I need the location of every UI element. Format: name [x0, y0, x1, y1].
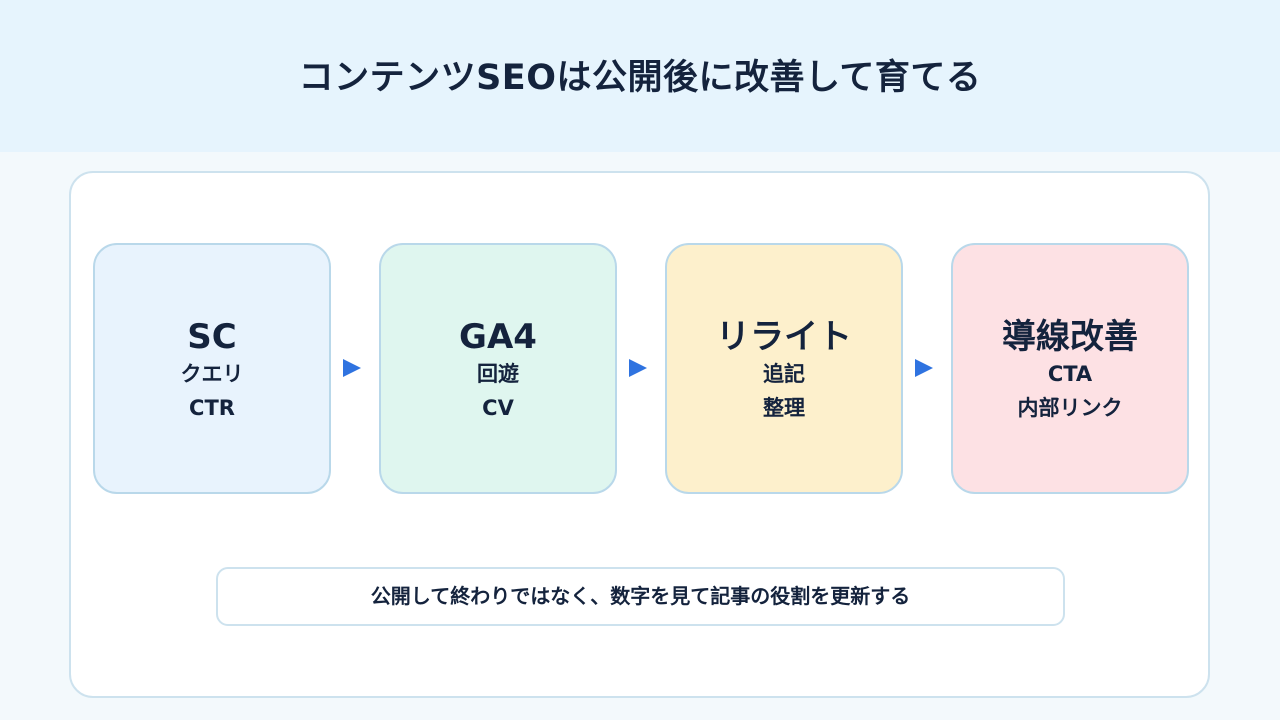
step-detail: CV	[482, 396, 514, 420]
step-detail: CTA	[1047, 362, 1093, 386]
step-title: 導線改善	[1002, 317, 1138, 357]
step-title: SC	[187, 317, 237, 357]
step-box-ga4: GA4 回遊 CV	[379, 243, 617, 494]
step-title: GA4	[459, 317, 537, 357]
step-title: リライト	[716, 317, 852, 357]
step-detail: 整理	[763, 396, 805, 420]
page-title: コンテンツSEOは公開後に改善して育てる	[298, 58, 982, 98]
step-detail: CTR	[189, 396, 235, 420]
step-detail: 回遊	[477, 362, 519, 386]
step-detail: 追記	[763, 362, 805, 386]
header-band: コンテンツSEOは公開後に改善して育てる	[0, 0, 1280, 152]
arrow-right-icon	[915, 359, 933, 377]
footer-note: 公開して終わりではなく、数字を見て記事の役割を更新する	[216, 567, 1065, 626]
step-box-flow-improvement: 導線改善 CTA 内部リンク	[951, 243, 1189, 494]
step-box-rewrite: リライト 追記 整理	[665, 243, 903, 494]
step-detail: 内部リンク	[1017, 396, 1123, 420]
step-box-sc: SC クエリ CTR	[93, 243, 331, 494]
arrow-right-icon	[343, 359, 361, 377]
arrow-right-icon	[629, 359, 647, 377]
step-detail: クエリ	[180, 362, 244, 386]
